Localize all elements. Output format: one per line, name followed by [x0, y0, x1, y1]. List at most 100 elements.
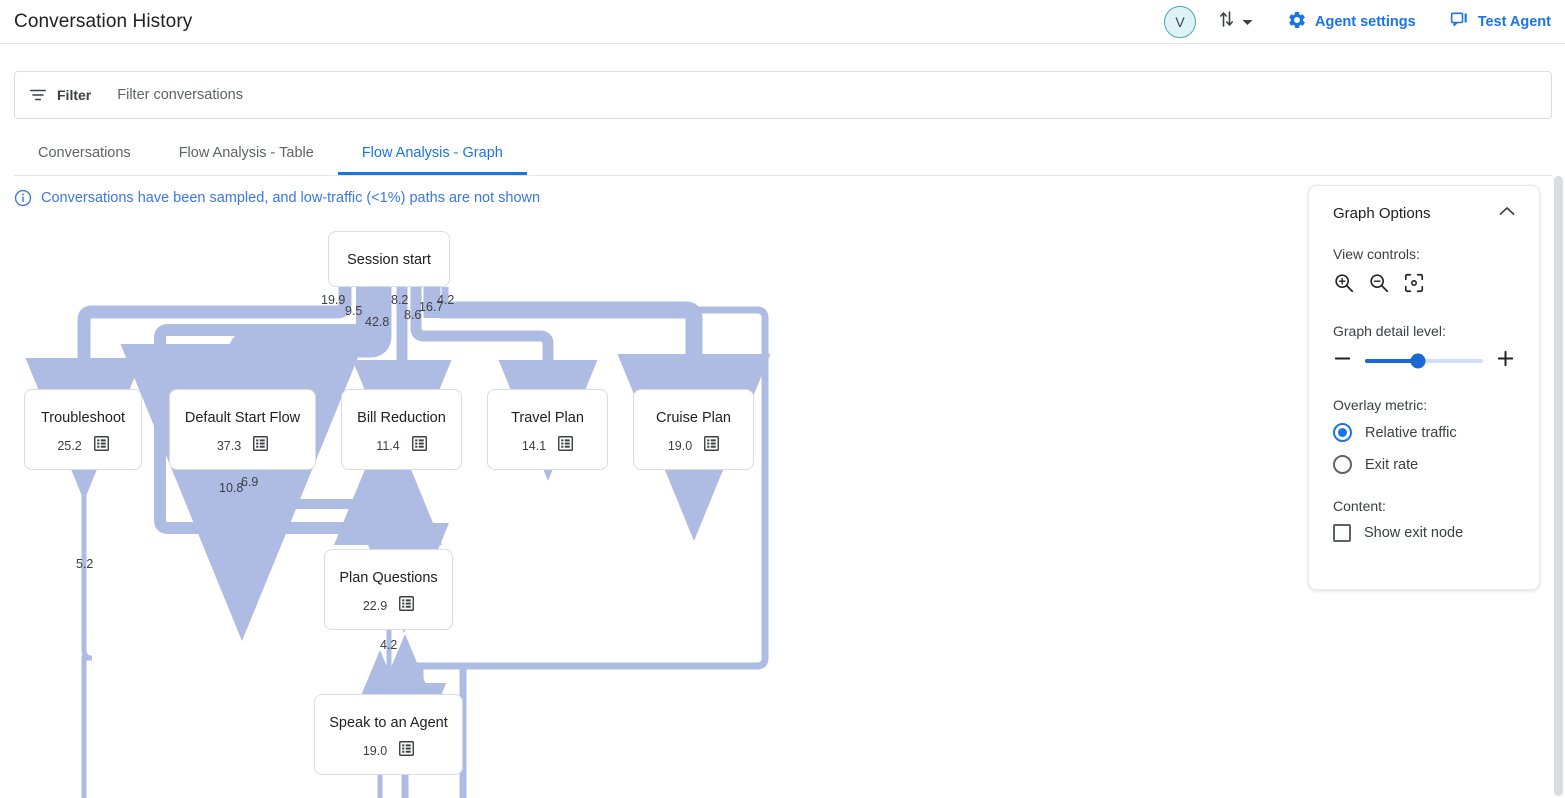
edge-label: 8.2	[391, 293, 409, 307]
node-metrics: 19.0	[667, 436, 720, 456]
tab-conversations[interactable]: Conversations	[38, 145, 131, 161]
node-value: 37.3	[216, 439, 242, 453]
edge-label: 4.2	[437, 293, 455, 307]
view-controls	[1333, 272, 1515, 299]
flow-graph-canvas[interactable]: Session start Troubleshoot 25.2 Default …	[0, 176, 1538, 798]
node-label: Troubleshoot	[40, 410, 126, 426]
graph-options-header[interactable]: Graph Options	[1333, 204, 1515, 222]
agent-settings-link[interactable]: Agent settings	[1287, 10, 1416, 34]
detail-level-slider-row	[1333, 349, 1515, 373]
node-metrics: 25.2	[57, 436, 109, 456]
node-metrics: 11.4	[376, 436, 427, 456]
node-label: Default Start Flow	[184, 410, 301, 426]
gear-icon	[1287, 10, 1307, 34]
plus-icon[interactable]	[1496, 349, 1515, 373]
graph-node-troubleshoot[interactable]: Troubleshoot 25.2	[24, 389, 142, 470]
node-label: Travel Plan	[511, 410, 584, 426]
slider-thumb[interactable]	[1410, 353, 1426, 369]
chevron-up-icon[interactable]	[1499, 204, 1515, 222]
info-icon	[14, 189, 32, 207]
edge-label: 16.7	[419, 300, 444, 314]
node-value: 25.2	[57, 439, 82, 453]
slider-fill	[1365, 359, 1419, 363]
node-label: Session start	[347, 252, 431, 268]
sort-control[interactable]	[1218, 9, 1253, 34]
overlay-option-label: Exit rate	[1365, 456, 1419, 473]
table-view-icon[interactable]	[399, 596, 415, 616]
graph-node-plan-questions[interactable]: Plan Questions 22.9	[324, 549, 453, 630]
avatar[interactable]: V	[1163, 5, 1196, 38]
node-label: Speak to an Agent	[329, 715, 448, 731]
page-title: Conversation History	[14, 10, 193, 32]
chat-bubble-icon	[1450, 10, 1470, 34]
edge-label: 5.2	[76, 557, 94, 571]
overlay-option-exit-rate[interactable]: Exit rate	[1333, 455, 1515, 474]
content-option-label: Show exit node	[1364, 525, 1464, 541]
table-view-icon[interactable]	[411, 436, 427, 456]
top-header: Conversation History V Agent settings	[0, 0, 1565, 44]
node-value: 22.9	[362, 599, 388, 613]
table-view-icon[interactable]	[704, 436, 720, 456]
sort-arrows-icon	[1218, 9, 1236, 34]
filter-input[interactable]: Filter conversations	[117, 87, 243, 103]
tab-bar: Conversations Flow Analysis - Table Flow…	[14, 134, 1552, 176]
test-agent-label: Test Agent	[1477, 13, 1551, 30]
detail-level-label: Graph detail level:	[1333, 323, 1446, 339]
filter-bar[interactable]: Filter Filter conversations	[14, 71, 1552, 119]
node-value: 19.0	[362, 744, 388, 758]
node-label: Cruise Plan	[656, 410, 731, 426]
tab-flow-analysis-table[interactable]: Flow Analysis - Table	[178, 145, 314, 161]
minus-icon[interactable]	[1333, 349, 1352, 373]
radio-icon[interactable]	[1333, 455, 1352, 474]
edge-label: 4.2	[380, 638, 398, 652]
detail-level-slider[interactable]	[1365, 353, 1483, 369]
sampling-notice-text: Conversations have been sampled, and low…	[41, 190, 541, 206]
zoom-out-icon[interactable]	[1368, 272, 1390, 299]
node-metrics: 19.0	[362, 741, 415, 761]
filter-label: Filter	[57, 87, 92, 103]
flow-graph-edges	[25, 287, 771, 798]
edge-label: 9.5	[345, 304, 363, 318]
test-agent-link[interactable]: Test Agent	[1450, 10, 1551, 34]
checkbox-icon[interactable]	[1333, 524, 1351, 542]
view-controls-label: View controls:	[1333, 246, 1420, 262]
node-value: 19.0	[667, 439, 693, 453]
zoom-in-icon[interactable]	[1333, 272, 1355, 299]
radio-inner	[1338, 428, 1347, 437]
node-value: 11.4	[376, 439, 400, 453]
filter-icon	[29, 86, 47, 104]
content-option-show-exit-node[interactable]: Show exit node	[1333, 524, 1515, 542]
fit-to-screen-icon[interactable]	[1403, 272, 1425, 299]
avatar-initial: V	[1175, 13, 1185, 30]
graph-node-default-start-flow[interactable]: Default Start Flow 37.3	[169, 389, 316, 470]
table-view-icon[interactable]	[399, 741, 415, 761]
graph-node-bill-reduction[interactable]: Bill Reduction 11.4	[341, 389, 462, 470]
content-label: Content:	[1333, 498, 1386, 514]
graph-node-cruise-plan[interactable]: Cruise Plan 19.0	[633, 389, 754, 470]
edge-label: 42.8	[365, 315, 390, 329]
agent-settings-label: Agent settings	[1314, 13, 1416, 30]
scrollbar-thumb[interactable]	[1554, 176, 1563, 796]
overlay-metric-label: Overlay metric:	[1333, 397, 1428, 413]
tab-flow-analysis-graph[interactable]: Flow Analysis - Graph	[337, 134, 527, 175]
node-metrics: 14.1	[521, 436, 574, 456]
overlay-option-label: Relative traffic	[1365, 424, 1457, 441]
graph-options-panel: Graph Options View controls:	[1308, 185, 1540, 590]
header-actions: V Agent settings	[1163, 5, 1565, 38]
table-view-icon[interactable]	[93, 436, 109, 456]
vertical-scrollbar[interactable]	[1551, 176, 1565, 798]
graph-node-travel-plan[interactable]: Travel Plan 14.1	[487, 389, 608, 470]
edge-label: 19.9	[321, 293, 346, 307]
chevron-down-icon	[1242, 13, 1253, 31]
node-value: 14.1	[521, 439, 547, 453]
edge-label: 8.6	[404, 308, 422, 322]
table-view-icon[interactable]	[558, 436, 574, 456]
sampling-notice: Conversations have been sampled, and low…	[14, 189, 540, 207]
edge-label: 10.8	[219, 481, 244, 495]
radio-icon[interactable]	[1333, 423, 1352, 442]
overlay-option-relative-traffic[interactable]: Relative traffic	[1333, 423, 1515, 442]
edge-label: 6.9	[241, 475, 259, 489]
table-view-icon[interactable]	[253, 436, 269, 456]
graph-node-session-start[interactable]: Session start	[328, 231, 450, 287]
graph-node-speak-to-an-agent[interactable]: Speak to an Agent 19.0	[314, 694, 463, 775]
